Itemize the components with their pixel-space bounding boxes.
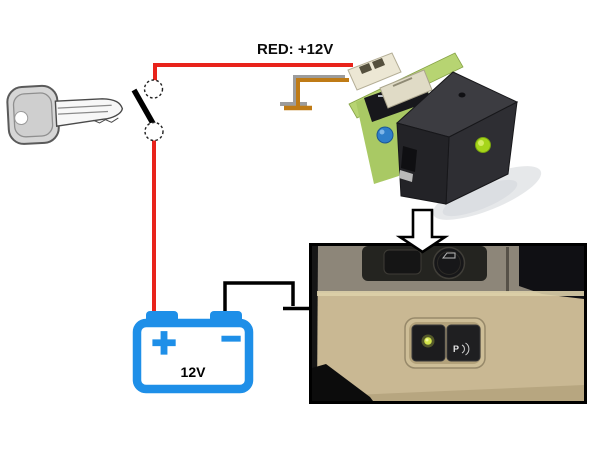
wire-connector-2 [379, 69, 433, 109]
parking-button-glyph: P [453, 344, 459, 354]
switch-terminal-top [143, 79, 164, 99]
button-left-face [396, 122, 450, 205]
switch-lever [131, 88, 158, 129]
mirror-icon [441, 252, 456, 259]
red-power-wire [152, 63, 353, 314]
wire-connector [347, 52, 402, 91]
mirror-knob [432, 246, 466, 280]
dashboard-photo: P [309, 243, 587, 404]
battery-voltage-label: 12V [181, 364, 207, 380]
battery-symbol: + − 12V [132, 311, 254, 394]
battery-ground-wire [223, 281, 311, 312]
ignition-switch-symbol [131, 79, 164, 142]
battery-plus-label: + [152, 319, 177, 366]
down-arrow-icon [395, 208, 450, 254]
blue-capacitor [376, 126, 394, 144]
led-button-module-photo [347, 52, 542, 220]
accessory-ground-symbol [280, 75, 349, 111]
dash-square-button [383, 249, 422, 275]
car-key-icon [6, 84, 124, 145]
module-shadow [432, 166, 542, 220]
red-wire-label: RED: +12V [257, 41, 333, 58]
button-pinhole [458, 92, 466, 98]
parking-waves-icon [461, 344, 465, 354]
battery-body [132, 318, 254, 394]
battery-minus-label: − [221, 320, 241, 358]
mount-notch [401, 146, 417, 172]
dash-dark-area [519, 246, 584, 299]
parking-sensor-button [446, 324, 481, 362]
switch-terminal-bottom [144, 121, 164, 142]
